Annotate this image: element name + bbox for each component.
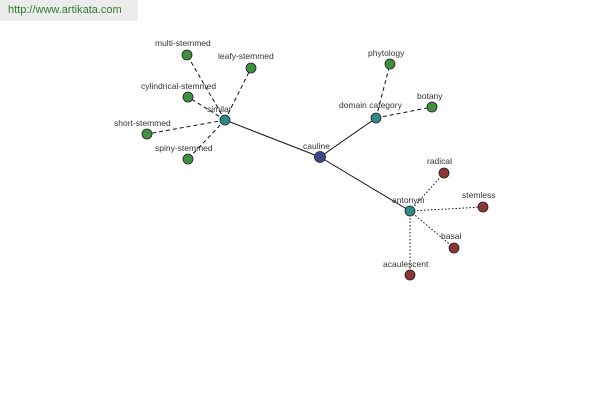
node-cauline[interactable] — [314, 151, 326, 163]
label-antonym: antonym — [392, 195, 425, 205]
label-radical: radical — [427, 156, 452, 166]
node-radical[interactable] — [438, 167, 450, 179]
edge-antonym-stemless — [409, 206, 484, 212]
edge-similar-spiny — [187, 119, 226, 160]
label-phytology: phytology — [368, 48, 405, 58]
label-stemless: stemless — [462, 190, 496, 200]
edge-domain-phytology — [375, 63, 391, 119]
node-domain-category[interactable] — [370, 112, 382, 124]
edge-similar-cylindrical — [187, 96, 226, 121]
label-basal: basal — [441, 231, 461, 241]
label-leafy-stemmed: leafy-stemmed — [218, 51, 274, 61]
edge-domain-botany — [375, 106, 433, 119]
label-short-stemmed: short-stemmed — [114, 118, 171, 128]
node-multi-stemmed[interactable] — [181, 49, 193, 61]
node-short-stemmed[interactable] — [141, 128, 153, 140]
label-acaulescent: acaulescent — [383, 259, 429, 269]
node-stemless[interactable] — [477, 201, 489, 213]
label-domain-category: domain category — [339, 100, 403, 110]
label-spiny-stemmed: spiny-stemmed — [155, 143, 213, 153]
edge-cauline-domain — [319, 117, 377, 158]
node-similar[interactable] — [219, 114, 231, 126]
label-botany: botany — [417, 91, 443, 101]
label-cylindrical-stemmed: cylindrical-stemmed — [141, 81, 216, 91]
node-leafy-stemmed[interactable] — [245, 62, 257, 74]
node-botany[interactable] — [426, 101, 438, 113]
node-spiny-stemmed[interactable] — [182, 153, 194, 165]
edge-similar-leafy — [224, 67, 252, 121]
label-cauline: cauline — [303, 141, 330, 151]
node-cylindrical-stemmed[interactable] — [182, 91, 194, 103]
node-acaulescent[interactable] — [404, 269, 416, 281]
edge-cauline-similar — [224, 119, 321, 158]
label-similar: similar — [207, 104, 232, 114]
node-antonym[interactable] — [404, 205, 416, 217]
node-basal[interactable] — [448, 242, 460, 254]
edge-antonym-radical — [409, 172, 445, 212]
node-phytology[interactable] — [384, 58, 396, 70]
site-url-watermark[interactable]: http://www.artikata.com — [0, 0, 138, 21]
edge-antonym-basal — [409, 210, 455, 249]
edge-cauline-antonym — [319, 156, 411, 212]
label-multi-stemmed: multi-stemmed — [155, 38, 211, 48]
edge-similar-multi — [186, 54, 226, 121]
edge-similar-short — [146, 119, 226, 135]
